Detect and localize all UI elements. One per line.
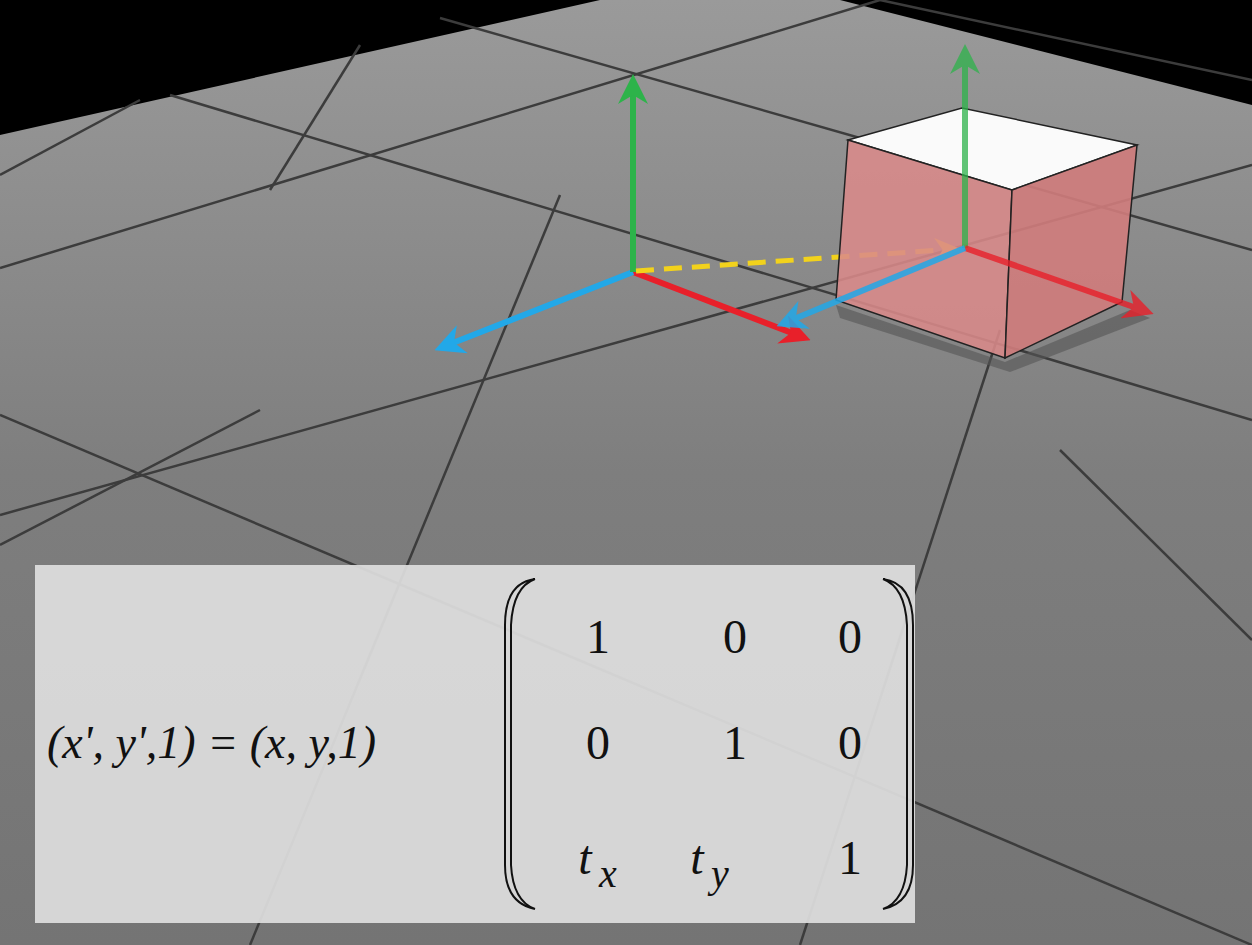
matrix-entry: 0 bbox=[838, 613, 862, 661]
formula-box: (x', y',1) = (x, y,1)100010txty1 bbox=[35, 565, 915, 923]
cube-y-axis bbox=[962, 50, 968, 248]
cube-front bbox=[836, 140, 1012, 358]
matrix-entry: t bbox=[578, 834, 591, 882]
y-axis bbox=[630, 80, 636, 272]
x-axis bbox=[633, 272, 805, 338]
matrix-entry: y bbox=[711, 854, 729, 894]
matrix-entry: 1 bbox=[723, 719, 747, 767]
matrix-entry: x bbox=[599, 854, 617, 894]
matrix-entry: 1 bbox=[838, 834, 862, 882]
matrix-entry: t bbox=[690, 834, 703, 882]
z-axis bbox=[440, 272, 633, 348]
formula-text: (x', y',1) = (x, y,1) bbox=[47, 720, 376, 766]
matrix-entry: 0 bbox=[838, 719, 862, 767]
matrix-entry: 1 bbox=[586, 613, 610, 661]
matrix-entry: 0 bbox=[723, 613, 747, 661]
cube-side bbox=[1005, 145, 1137, 358]
matrix-entry: 0 bbox=[586, 719, 610, 767]
cube-x-axis bbox=[965, 248, 1148, 312]
cube-z-axis bbox=[782, 248, 965, 324]
